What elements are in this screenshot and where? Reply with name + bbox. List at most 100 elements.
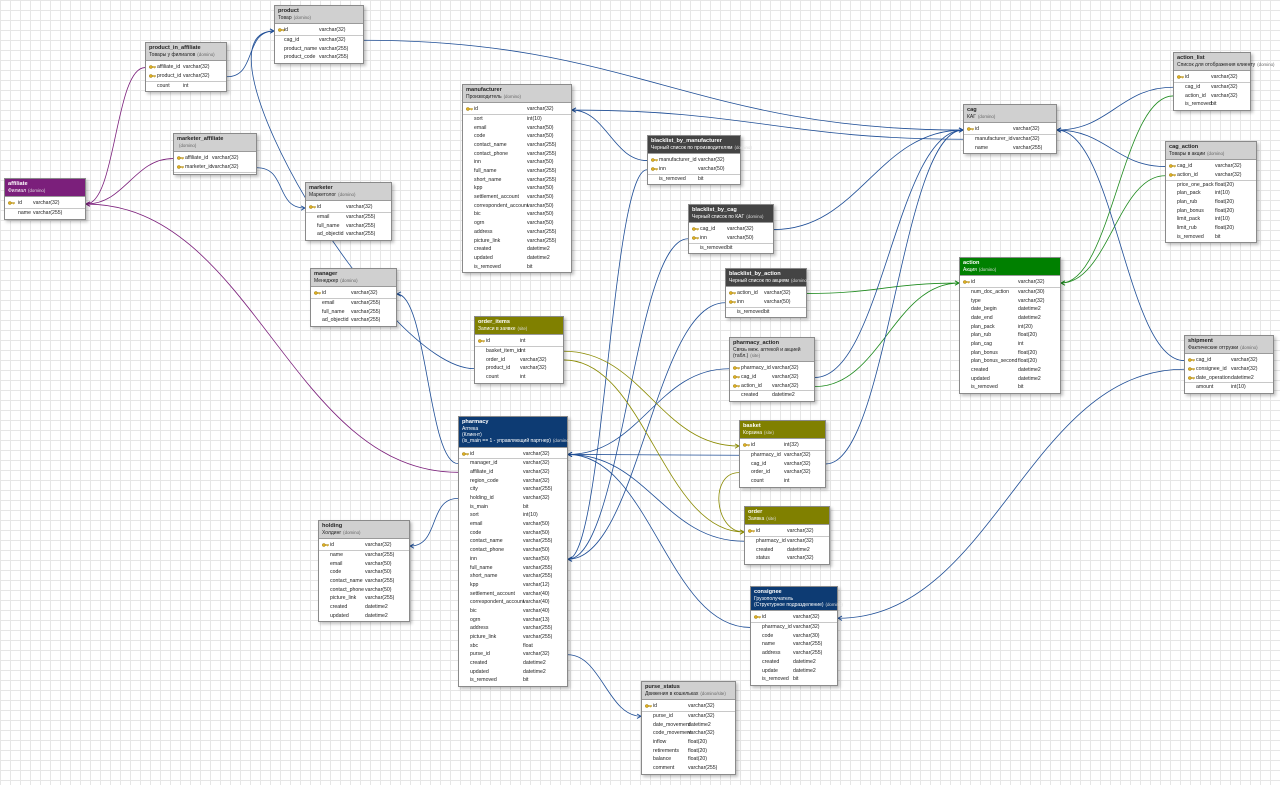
column-row[interactable]: purse_idvarchar(32) [642, 712, 735, 721]
column-row[interactable]: innvarchar(50) [648, 165, 740, 175]
column-row[interactable]: is_removedbit [648, 175, 740, 184]
column-row[interactable]: cag_idvarchar(32) [1185, 356, 1273, 365]
table-header[interactable]: holdingХолдинг(domino) [319, 521, 409, 540]
column-row[interactable]: picture_linkvarchar(255) [463, 237, 571, 246]
table-header[interactable]: product_in_affiliateТовары у филиалов(do… [146, 43, 226, 62]
column-row[interactable]: full_namevarchar(255) [311, 308, 396, 317]
column-row[interactable]: addressvarchar(255) [751, 649, 837, 658]
column-row[interactable]: product_namevarchar(255) [275, 45, 363, 54]
table-manufacturer[interactable]: manufacturerПроизводитель(domino)idvarch… [462, 84, 572, 274]
table-order_items[interactable]: order_itemsЗаписи в заявке(site)idintbas… [474, 316, 564, 384]
table-holding[interactable]: holdingХолдинг(domino)idvarchar(32)namev… [318, 520, 410, 623]
table-header[interactable]: blacklist_by_cagЧерный список по КАГ(dom… [689, 205, 773, 224]
column-row[interactable]: namevarchar(255) [5, 209, 85, 218]
column-row[interactable]: addressvarchar(255) [463, 228, 571, 237]
column-row[interactable]: plan_packint(20) [960, 323, 1060, 332]
table-pharmacy_action[interactable]: pharmacy_actionСвязь меж. аптекой и акци… [729, 337, 815, 403]
column-row[interactable]: plan_cagint [960, 340, 1060, 349]
column-row[interactable]: ad_objectidvarchar(255) [306, 230, 391, 239]
column-row[interactable]: picture_linkvarchar(255) [459, 633, 567, 642]
table-marketer_affiliate[interactable]: marketer_affiliate(domino)affiliate_idva… [173, 133, 257, 175]
column-row[interactable]: idint [475, 337, 563, 347]
table-header[interactable]: blacklist_by_actionЧерный список по акци… [726, 269, 808, 288]
table-header[interactable]: actionАкция(domino) [960, 258, 1060, 277]
table-header[interactable]: pharmacyАптека(Клиент)(is_main == 1 - уп… [459, 417, 570, 448]
table-blacklist_by_action[interactable]: blacklist_by_actionЧерный список по акци… [725, 268, 808, 319]
column-row[interactable]: correspondent_accountvarchar(40) [459, 598, 567, 607]
column-row[interactable]: cag_idvarchar(32) [730, 373, 814, 382]
column-row[interactable]: num_doc_actionvarchar(30) [960, 288, 1060, 297]
column-row[interactable]: namevarchar(255) [319, 551, 409, 560]
column-row[interactable]: settlement_accountvarchar(40) [459, 590, 567, 599]
table-header[interactable]: productТовар(domino) [275, 6, 363, 25]
column-row[interactable]: is_removedbit [1166, 233, 1256, 242]
column-row[interactable]: is_removedbit [960, 383, 1060, 392]
table-cag_action[interactable]: cag_actionТовары в акции(domino)cag_idva… [1165, 141, 1257, 244]
column-row[interactable]: cag_idvarchar(32) [689, 225, 773, 234]
column-row[interactable]: affiliate_idvarchar(32) [459, 468, 567, 477]
table-pharmacy[interactable]: pharmacyАптека(Клиент)(is_main == 1 - уп… [458, 416, 570, 688]
column-row[interactable]: idvarchar(32) [1174, 73, 1250, 83]
column-row[interactable]: kppvarchar(50) [463, 184, 571, 193]
column-row[interactable]: correspondent_accountvarchar(50) [463, 202, 571, 211]
column-row[interactable]: contact_phonevarchar(50) [319, 586, 409, 595]
column-row[interactable]: plan_rubfloat(20) [1166, 198, 1256, 207]
column-row[interactable]: short_namevarchar(255) [463, 176, 571, 185]
column-row[interactable]: emailvarchar(50) [459, 520, 567, 529]
column-row[interactable]: is_removedbit [463, 263, 571, 272]
column-row[interactable]: manager_idvarchar(32) [459, 459, 567, 468]
column-row[interactable]: countint [475, 373, 563, 382]
column-row[interactable]: createddatetime2 [960, 366, 1060, 375]
column-row[interactable]: order_idvarchar(32) [475, 356, 563, 365]
column-row[interactable]: action_idvarchar(32) [726, 289, 806, 298]
column-row[interactable]: short_namevarchar(255) [459, 572, 567, 581]
column-row[interactable]: codevarchar(30) [751, 632, 837, 641]
column-row[interactable]: updateddatetime2 [459, 668, 567, 677]
column-row[interactable]: settlement_accountvarchar(50) [463, 193, 571, 202]
column-row[interactable]: amountint(10) [1185, 383, 1273, 392]
column-row[interactable]: date_operationdatetime2 [1185, 374, 1273, 384]
column-row[interactable]: namevarchar(255) [964, 144, 1056, 153]
table-action[interactable]: actionАкция(domino)idvarchar(32)num_doc_… [959, 257, 1061, 395]
column-row[interactable]: emailvarchar(255) [306, 213, 391, 222]
column-row[interactable]: consignee_idvarchar(32) [1185, 365, 1273, 374]
column-row[interactable]: pharmacy_idvarchar(32) [730, 364, 814, 373]
table-header[interactable]: purse_statusДвижения в кошельках(domino/… [642, 682, 735, 701]
table-cag[interactable]: cagКАГ(domino)idvarchar(32)manufacturer_… [963, 104, 1057, 155]
table-consignee[interactable]: consigneeГрузополучатель(Структурное под… [750, 586, 843, 686]
column-row[interactable]: emailvarchar(50) [319, 560, 409, 569]
column-row[interactable]: cag_idvarchar(32) [1174, 83, 1250, 92]
column-row[interactable]: action_idvarchar(32) [730, 382, 814, 392]
column-row[interactable]: codevarchar(50) [459, 529, 567, 538]
column-row[interactable]: addressvarchar(255) [459, 624, 567, 633]
column-row[interactable]: pharmacy_idvarchar(32) [751, 623, 837, 632]
table-header[interactable]: cagКАГ(domino) [964, 105, 1056, 124]
column-row[interactable]: idvarchar(32) [751, 613, 837, 624]
column-row[interactable]: pharmacy_idvarchar(32) [740, 451, 825, 460]
column-row[interactable]: updateddatetime2 [960, 375, 1060, 384]
table-header[interactable]: cag_actionТовары в акции(domino) [1166, 142, 1256, 161]
table-affiliate[interactable]: affiliateФилиал(domino)idvarchar(32)name… [4, 178, 86, 220]
table-basket[interactable]: basketКорзина(site)idint(32)pharmacy_idv… [739, 420, 826, 488]
column-row[interactable]: idvarchar(32) [459, 450, 567, 460]
table-shipment[interactable]: shipmentФактические отгрузки(domino)cag_… [1184, 335, 1274, 394]
table-header[interactable]: orderЗаявка(site) [745, 507, 829, 526]
column-row[interactable]: idvarchar(32) [275, 26, 363, 36]
column-row[interactable]: idvarchar(32) [319, 541, 409, 551]
column-row[interactable]: cityvarchar(255) [459, 485, 567, 494]
column-row[interactable]: affiliate_idvarchar(32) [146, 63, 226, 72]
column-row[interactable]: commentvarchar(255) [642, 764, 735, 773]
table-header[interactable]: marketerМаркетолог(domino) [306, 183, 391, 202]
column-row[interactable]: price_one_packfloat(20) [1166, 181, 1256, 190]
table-blacklist_by_cag[interactable]: blacklist_by_cagЧерный список по КАГ(dom… [688, 204, 774, 255]
table-product_in_affiliate[interactable]: product_in_affiliateТовары у филиалов(do… [145, 42, 227, 93]
column-row[interactable]: action_idvarchar(32) [1166, 171, 1256, 181]
table-header[interactable]: blacklist_by_manufacturerЧерный список п… [648, 136, 752, 155]
column-row[interactable]: plan_bonus_secondfloat(20) [960, 357, 1060, 366]
column-row[interactable]: idint(32) [740, 441, 825, 451]
column-row[interactable]: kppvarchar(12) [459, 581, 567, 590]
column-row[interactable]: limit_rubfloat(20) [1166, 224, 1256, 233]
column-row[interactable]: pharmacy_idvarchar(32) [745, 537, 829, 546]
column-row[interactable]: innvarchar(50) [463, 158, 571, 167]
column-row[interactable]: updatedatetime2 [751, 667, 837, 676]
